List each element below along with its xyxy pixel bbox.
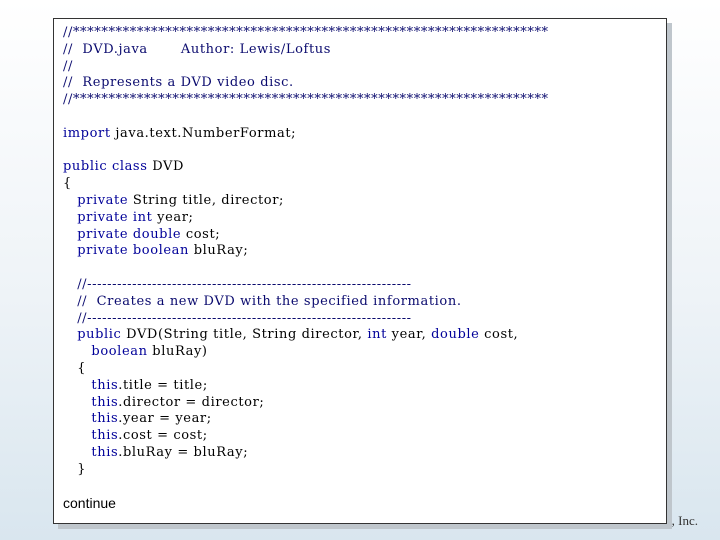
code-line: //**************************************…	[63, 25, 549, 42]
code-text: String title, director;	[128, 192, 285, 208]
code-comment: // Represents a DVD video disc.	[63, 75, 294, 91]
code-text: cost;	[181, 226, 221, 242]
code-line: private boolean bluRay;	[63, 243, 549, 260]
code-text: year,	[386, 327, 432, 343]
code-text	[63, 193, 77, 208]
code-keyword: private int	[77, 209, 153, 225]
code-line: // DVD.java Author: Lewis/Loftus	[63, 42, 549, 59]
code-text: {	[63, 360, 87, 376]
code-comment: // DVD.java Author: Lewis/Loftus	[63, 41, 332, 57]
code-text	[63, 411, 91, 426]
code-line: private double cost;	[63, 227, 549, 244]
code-line: // Creates a new DVD with the specified …	[63, 294, 549, 311]
code-text	[63, 327, 77, 342]
code-text: bluRay)	[147, 344, 208, 360]
code-line: this.bluRay = bluRay;	[63, 445, 549, 462]
code-text	[63, 378, 91, 393]
code-line: // Represents a DVD video disc.	[63, 75, 549, 92]
code-text: cost,	[479, 327, 519, 343]
code-line	[63, 109, 549, 126]
code-comment: //--------------------------------------…	[63, 310, 412, 326]
code-comment: //**************************************…	[63, 92, 549, 108]
code-text	[63, 344, 91, 359]
code-text	[63, 243, 77, 258]
code-line: //--------------------------------------…	[63, 311, 549, 328]
code-text: .title = title;	[118, 377, 208, 393]
code-line: {	[63, 361, 549, 378]
code-keyword: this	[91, 394, 119, 410]
code-comment: //	[63, 58, 73, 74]
code-text: DVD(String title, String director,	[121, 327, 368, 343]
code-keyword: this	[91, 411, 119, 427]
code-keyword: int	[367, 327, 387, 343]
code-text: bluRay;	[189, 243, 249, 259]
code-text	[63, 428, 91, 443]
code-line: this.year = year;	[63, 411, 549, 428]
code-text	[63, 227, 77, 242]
code-keyword: private	[77, 192, 129, 208]
code-text: .year = year;	[118, 411, 212, 427]
code-line: this.title = title;	[63, 378, 549, 395]
code-line: //**************************************…	[63, 92, 549, 109]
code-text	[63, 395, 91, 410]
code-text: year;	[152, 209, 194, 225]
code-text: .cost = cost;	[118, 428, 208, 444]
code-text: }	[63, 461, 87, 477]
code-text: .bluRay = bluRay;	[118, 444, 249, 460]
code-text: java.text.NumberFormat;	[110, 125, 297, 141]
code-keyword: double	[431, 327, 480, 343]
code-comment: // Creates a new DVD with the specified …	[63, 293, 462, 309]
code-line: import java.text.NumberFormat;	[63, 126, 549, 143]
code-text: {	[63, 176, 72, 192]
code-line	[63, 143, 549, 160]
code-listing-box: //**************************************…	[53, 18, 667, 524]
code-line: private String title, director;	[63, 193, 549, 210]
code-line: public DVD(String title, String director…	[63, 327, 549, 344]
source-code: //**************************************…	[63, 25, 549, 479]
code-comment: //--------------------------------------…	[63, 276, 412, 292]
code-line: boolean bluRay)	[63, 344, 549, 361]
code-comment: //**************************************…	[63, 25, 549, 40]
code-keyword: private double	[77, 226, 182, 242]
code-keyword: this	[91, 444, 119, 460]
code-line: //	[63, 59, 549, 76]
code-line: {	[63, 176, 549, 193]
code-text: DVD	[147, 159, 185, 175]
code-line: this.director = director;	[63, 395, 549, 412]
code-line	[63, 260, 549, 277]
code-text: .director = director;	[118, 394, 265, 410]
code-keyword: this	[91, 377, 119, 393]
continue-label: continue	[63, 495, 116, 511]
code-keyword: private boolean	[77, 243, 189, 259]
code-keyword: public	[77, 327, 122, 343]
code-line: this.cost = cost;	[63, 428, 549, 445]
code-keyword: public class	[63, 159, 148, 175]
code-line: public class DVD	[63, 159, 549, 176]
copyright-footer-fragment: , Inc.	[671, 513, 698, 528]
code-line: private int year;	[63, 210, 549, 227]
code-line: }	[63, 462, 549, 479]
code-keyword: boolean	[91, 344, 148, 360]
code-keyword: import	[63, 125, 111, 141]
code-text	[63, 445, 91, 460]
code-keyword: this	[91, 428, 119, 444]
code-line: //--------------------------------------…	[63, 277, 549, 294]
code-text	[63, 210, 77, 225]
